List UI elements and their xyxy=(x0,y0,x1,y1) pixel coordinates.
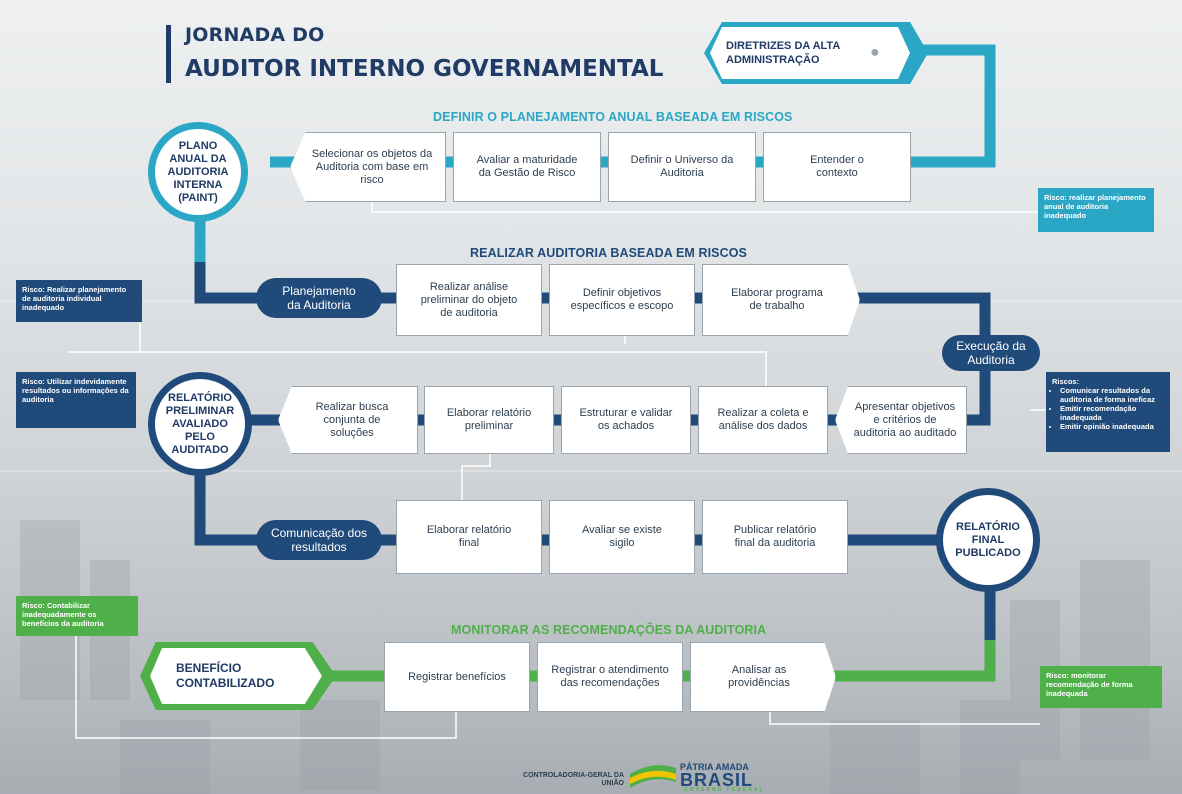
diretrizes-label: DIRETRIZES DA ALTA ADMINISTRAÇÃO xyxy=(726,40,840,66)
risk-planejamento-individual-text: Risco: Realizar planejamento de auditori… xyxy=(22,285,127,312)
row1-box-1: Selecionar os objetos da Auditoria com b… xyxy=(290,132,446,202)
relatorio-final-label: RELATÓRIO FINAL PUBLICADO xyxy=(955,520,1021,559)
title-accent-bar xyxy=(166,25,171,83)
brasil-flag-icon xyxy=(630,765,676,788)
risk-comunicar-list: Comunicar resultados da auditoria de for… xyxy=(1052,386,1164,431)
row3-text-2: Elaborar relatório preliminar xyxy=(446,407,532,432)
row2-box-1: Realizar análise preliminar do objeto de… xyxy=(396,264,542,336)
row1-text-2: Avaliar a maturidade da Gestão de Risco xyxy=(476,154,578,179)
row1-box-3: Definir o Universo da Auditoria xyxy=(608,132,756,202)
row4-box-3: Publicar relatório final da auditoria xyxy=(702,500,848,574)
row1-box-2: Avaliar a maturidade da Gestão de Risco xyxy=(453,132,601,202)
row3-box-3: Estruturar e validar os achados xyxy=(561,386,691,454)
cgu-logo-text: CONTROLADORIA-GERAL DA UNIÃO xyxy=(523,772,624,787)
pill-planejamento-label: Planejamento da Auditoria xyxy=(282,284,356,312)
risk-monitorar-text: Risco: monitorar recomendação de forma i… xyxy=(1046,671,1133,698)
pill-execucao-label: Execução da Auditoria xyxy=(956,339,1026,367)
row5-box-3: Analisar as providências xyxy=(690,642,836,712)
title-line-1: JORNADA DO xyxy=(185,24,325,46)
pill-execucao: Execução da Auditoria xyxy=(942,335,1040,371)
row1-text-1: Selecionar os objetos da Auditoria com b… xyxy=(311,147,433,186)
risk-comunicar: Riscos: Comunicar resultados da auditori… xyxy=(1046,372,1170,452)
paint-label: PLANO ANUAL DA AUDITORIA INTERNA (PAINT) xyxy=(167,139,229,204)
row3-text-3: Estruturar e validar os achados xyxy=(579,407,673,432)
governo-federal-text: GOVERNO FEDERAL xyxy=(684,787,765,793)
row5-box-2: Registrar o atendimento das recomendaçõe… xyxy=(537,642,683,712)
row3-box-1: Realizar busca conjunta de soluções xyxy=(278,386,418,454)
row1-text-4: Entender o contexto xyxy=(810,154,864,179)
row5-box-1: Registrar benefícios xyxy=(384,642,530,712)
row5-text-2: Registrar o atendimento das recomendaçõe… xyxy=(551,664,669,689)
lightbulb-icon: ● xyxy=(870,44,880,61)
row4-text-1: Elaborar relatório final xyxy=(426,524,512,549)
risk-contabilizar-text: Risco: Contabilizar inadequadamente os b… xyxy=(22,601,104,628)
risk-monitorar: Risco: monitorar recomendação de forma i… xyxy=(1040,666,1162,708)
diretrizes-inner: DIRETRIZES DA ALTA ADMINISTRAÇÃO ● xyxy=(710,27,910,79)
row5-text-3: Analisar as providências xyxy=(728,664,790,689)
row1-text-3: Definir o Universo da Auditoria xyxy=(630,154,734,179)
risk-comunicar-title: Riscos: xyxy=(1052,377,1080,386)
section-title-monitorar: MONITORAR AS RECOMENDAÇÕES DA AUDITORIA xyxy=(451,623,767,637)
row3-text-5: Apresentar objetivos e critérios de audi… xyxy=(853,400,957,439)
risk-planejamento-anual-text: Risco: realizar planejamento anual de au… xyxy=(1044,193,1146,220)
row2-text-3: Elaborar programa de trabalho xyxy=(731,287,823,312)
row5-text-1: Registrar benefícios xyxy=(408,670,506,683)
beneficio-inner: BENEFÍCIO CONTABILIZADO xyxy=(150,648,322,704)
row2-text-1: Realizar análise preliminar do objeto de… xyxy=(420,280,518,319)
relatorio-final-circle: RELATÓRIO FINAL PUBLICADO xyxy=(936,488,1040,592)
row4-text-2: Avaliar se existe sigilo xyxy=(582,524,662,549)
row2-text-2: Definir objetivos específicos e escopo xyxy=(570,287,674,312)
brasil-text: BRASIL xyxy=(680,770,753,790)
risk-utilizar-indevidamente-text: Risco: Utilizar indevidamente resultados… xyxy=(22,377,129,404)
row4-box-1: Elaborar relatório final xyxy=(396,500,542,574)
row3-box-2: Elaborar relatório preliminar xyxy=(424,386,554,454)
risk-comunicar-item: Emitir recomendação inadequada xyxy=(1060,404,1164,422)
risk-comunicar-item: Emitir opinião inadequada xyxy=(1060,422,1164,431)
pill-comunicacao: Comunicação dos resultados xyxy=(256,520,382,560)
risk-planejamento-anual: Risco: realizar planejamento anual de au… xyxy=(1038,188,1154,232)
pill-planejamento: Planejamento da Auditoria xyxy=(256,278,382,318)
row2-box-3: Elaborar programa de trabalho xyxy=(702,264,860,336)
section-title-planejamento-anual: DEFINIR O PLANEJAMENTO ANUAL BASEADA EM … xyxy=(433,110,793,124)
section-title-realizar-auditoria: REALIZAR AUDITORIA BASEADA EM RISCOS xyxy=(470,246,747,260)
row3-text-4: Realizar a coleta e análise dos dados xyxy=(717,407,809,432)
risk-comunicar-item: Comunicar resultados da auditoria de for… xyxy=(1060,386,1164,404)
risk-planejamento-individual: Risco: Realizar planejamento de auditori… xyxy=(16,280,142,322)
row3-text-1: Realizar busca conjunta de soluções xyxy=(315,400,389,439)
row1-box-4: Entender o contexto xyxy=(763,132,911,202)
title-line-2: AUDITOR INTERNO GOVERNAMENTAL xyxy=(185,56,664,82)
row3-box-5: Apresentar objetivos e critérios de audi… xyxy=(835,386,967,454)
relatorio-preliminar-circle: RELATÓRIO PRELIMINAR AVALIADO PELO AUDIT… xyxy=(148,372,252,476)
risk-contabilizar: Risco: Contabilizar inadequadamente os b… xyxy=(16,596,138,636)
patria-amada-text: PÁTRIA AMADA xyxy=(680,762,749,772)
row2-box-2: Definir objetivos específicos e escopo xyxy=(549,264,695,336)
row4-text-3: Publicar relatório final da auditoria xyxy=(733,524,817,549)
beneficio-label: BENEFÍCIO CONTABILIZADO xyxy=(176,661,275,690)
relatorio-preliminar-label: RELATÓRIO PRELIMINAR AVALIADO PELO AUDIT… xyxy=(165,391,235,456)
pill-comunicacao-label: Comunicação dos resultados xyxy=(270,526,368,554)
risk-utilizar-indevidamente: Risco: Utilizar indevidamente resultados… xyxy=(16,372,136,428)
row4-box-2: Avaliar se existe sigilo xyxy=(549,500,695,574)
row3-box-4: Realizar a coleta e análise dos dados xyxy=(698,386,828,454)
paint-circle: PLANO ANUAL DA AUDITORIA INTERNA (PAINT) xyxy=(148,122,248,222)
